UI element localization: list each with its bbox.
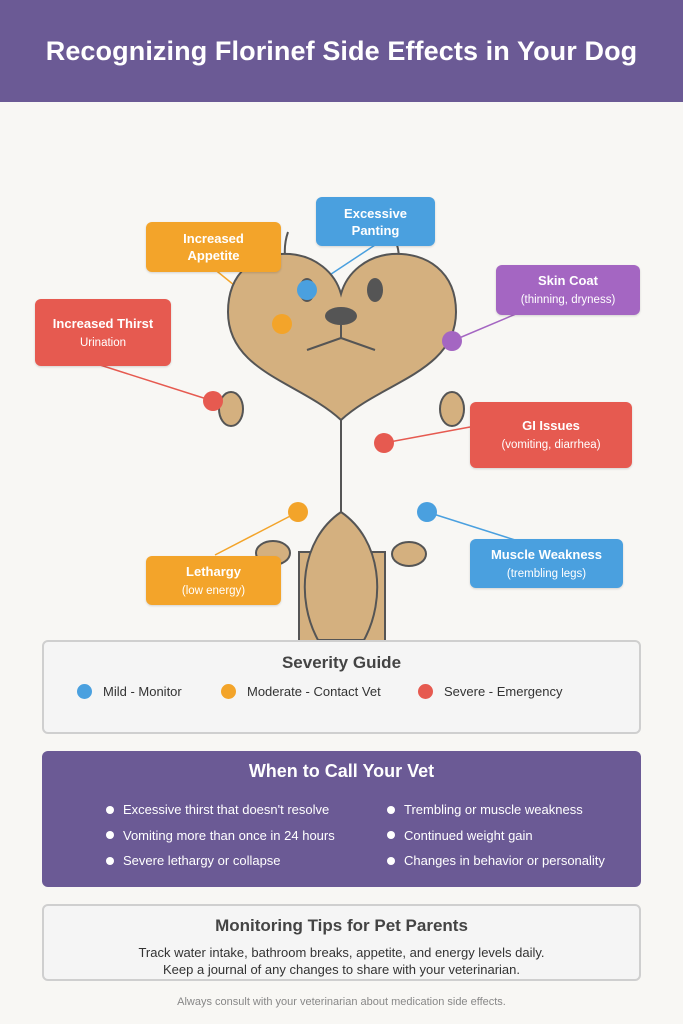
callout-increased-appetite: Increased Appetite <box>146 222 281 272</box>
dog-body <box>303 510 379 640</box>
left-front-paw <box>218 391 244 427</box>
callout-subtitle: (vomiting, diarrhea) <box>501 439 601 451</box>
moderate-dot-icon <box>221 684 236 699</box>
callout-subtitle: Urination <box>79 336 127 349</box>
severity-legend: Mild - Monitor Moderate - Contact Vet Se… <box>44 684 639 704</box>
callout-excessive-panting: Excessive Panting <box>316 197 435 246</box>
callout-title: Panting <box>351 222 400 238</box>
callout-title: Lethargy <box>186 563 241 579</box>
callout-title: Skin Coat <box>538 273 598 288</box>
severity-label: Moderate - Contact Vet <box>247 684 381 699</box>
callout-increased-thirst: Increased Thirst Urination <box>35 299 171 366</box>
call-vet-list-left: Excessive thirst that doesn't resolve Vo… <box>106 797 335 874</box>
list-item: Excessive thirst that doesn't resolve <box>106 797 335 823</box>
severity-label: Mild - Monitor <box>103 684 182 699</box>
marker-gi <box>374 433 394 453</box>
bullet-icon <box>106 831 114 840</box>
severity-item-mild: Mild - Monitor <box>77 684 182 699</box>
monitoring-tips-title: Monitoring Tips for Pet Parents <box>215 916 468 935</box>
callout-skin-coat: Skin Coat (thinning, dryness) <box>496 265 640 315</box>
callout-gi-issues: GI Issues (vomiting, diarrhea) <box>470 402 632 468</box>
list-item: Severe lethargy or collapse <box>106 848 335 874</box>
severity-guide-title: Severity Guide <box>281 653 402 672</box>
callout-title: GI Issues <box>522 418 580 433</box>
marker-panting <box>297 280 317 300</box>
severity-guide-panel: Severity Guide Mild - Monitor Moderate -… <box>42 640 641 734</box>
marker-muscle <box>417 502 437 522</box>
severity-item-severe: Severe - Emergency <box>418 684 563 699</box>
callout-subtitle: (low energy) <box>181 584 246 597</box>
connector-muscle <box>426 511 516 541</box>
list-item-text: Changes in behavior or personality <box>404 853 605 869</box>
bullet-icon <box>106 805 114 814</box>
call-vet-panel: When to Call Your Vet Excessive thirst t… <box>42 751 641 887</box>
callout-subtitle: (thinning, dryness) <box>520 294 616 306</box>
list-item: Trembling or muscle weakness <box>387 797 605 823</box>
marker-lethargy <box>288 502 308 522</box>
callout-title: Appetite <box>187 248 240 263</box>
list-item: Continued weight gain <box>387 823 605 849</box>
call-vet-title: When to Call Your Vet <box>248 761 435 781</box>
list-item-text: Vomiting more than once in 24 hours <box>123 827 335 843</box>
callout-title: Muscle Weakness <box>490 546 603 562</box>
list-item: Changes in behavior or personality <box>387 848 605 874</box>
list-item-text: Severe lethargy or collapse <box>123 853 281 869</box>
list-item: Vomiting more than once in 24 hours <box>106 823 335 849</box>
header-banner: Recognizing Florinef Side Effects in You… <box>0 0 683 102</box>
bullet-icon <box>106 856 114 865</box>
list-item-text: Excessive thirst that doesn't resolve <box>123 802 330 818</box>
severity-item-moderate: Moderate - Contact Vet <box>221 684 381 699</box>
bullet-icon <box>387 856 395 865</box>
callout-title: Increased Thirst <box>52 315 154 331</box>
connector-lethargy <box>214 511 299 556</box>
right-front-paw <box>439 391 465 427</box>
right-back-paw <box>391 541 427 567</box>
bullet-icon <box>387 831 395 840</box>
connector-gi <box>383 426 471 444</box>
monitoring-tip-line: Keep a journal of any changes to share w… <box>163 962 520 977</box>
severe-dot-icon <box>418 684 433 699</box>
callout-lethargy: Lethargy (low energy) <box>146 556 281 605</box>
callout-title: Excessive <box>344 205 407 221</box>
monitoring-tip-line: Track water intake, bathroom breaks, app… <box>138 945 545 960</box>
callout-muscle-weakness: Muscle Weakness (trembling legs) <box>470 539 623 588</box>
footer-disclaimer: Always consult with your veterinarian ab… <box>177 996 506 1008</box>
marker-skin <box>442 331 462 351</box>
monitoring-tips-panel: Monitoring Tips for Pet Parents Track wa… <box>42 904 641 981</box>
mouth-icon <box>306 325 376 351</box>
dog-diagram <box>99 231 531 640</box>
callout-title: Increased <box>183 231 244 246</box>
page-title: Recognizing Florinef Side Effects in You… <box>45 35 638 66</box>
list-item-text: Trembling or muscle weakness <box>404 802 583 818</box>
callout-subtitle: (trembling legs) <box>506 567 587 580</box>
mild-dot-icon <box>77 684 92 699</box>
nose-icon <box>325 307 357 325</box>
call-vet-list-right: Trembling or muscle weakness Continued w… <box>387 797 605 874</box>
severity-label: Severe - Emergency <box>444 684 563 699</box>
list-item-text: Continued weight gain <box>404 827 533 843</box>
connector-thirst <box>99 364 214 402</box>
marker-appetite <box>272 314 292 334</box>
right-eye-icon <box>367 278 383 302</box>
marker-thirst <box>203 391 223 411</box>
bullet-icon <box>387 805 395 814</box>
